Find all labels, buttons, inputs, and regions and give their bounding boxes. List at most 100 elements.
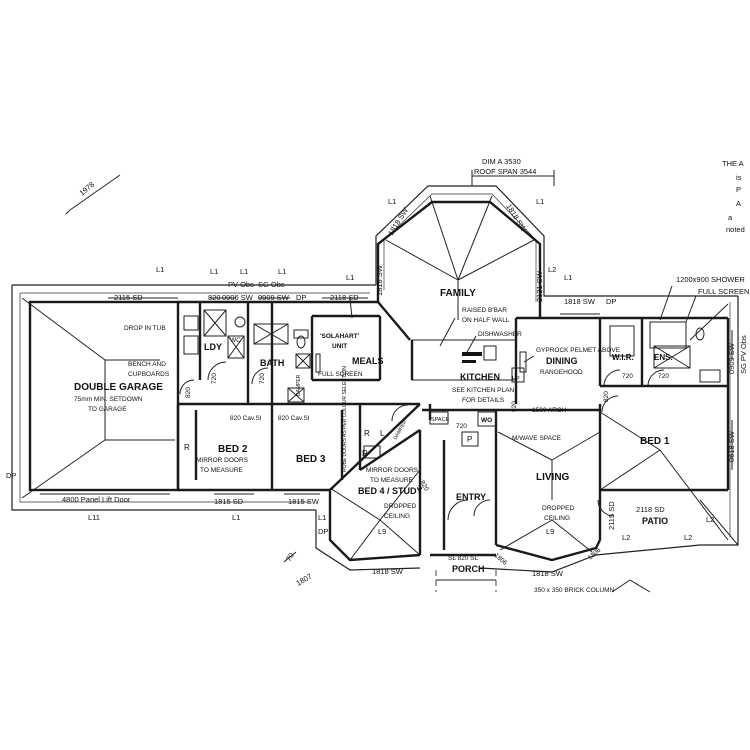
dining-label: DINING — [546, 356, 578, 366]
damper-label-1: DAMPER — [296, 374, 302, 396]
side-note-2: is — [736, 173, 742, 182]
dim-1818-bottom-l: 1818 SW — [372, 567, 404, 576]
microwave-space-label: M/WAVE SPACE — [512, 435, 562, 442]
hp-label: HP — [512, 376, 520, 382]
wc-label: WC — [230, 337, 241, 344]
dim-720-e: 720 — [456, 423, 467, 430]
dp-top-label: DP — [296, 293, 306, 302]
bath-label: BATH — [260, 358, 284, 368]
l1-marker-e: L1 — [346, 273, 354, 282]
dim-2118-sd-patio: 2118 SD — [636, 505, 665, 514]
garage-setdown-note-2: TO GARAGE — [88, 406, 127, 413]
dim-820-cavsl-2: 820 Cav.Sl — [278, 415, 310, 422]
walls — [28, 200, 730, 562]
bed2-mirror-label: MIRROR DOORS — [196, 457, 249, 464]
living-label: LIVING — [536, 472, 570, 483]
dim-2115-sd-patio: 2115 SD — [607, 501, 616, 530]
shower-label: 1200x900 SHOWER — [676, 275, 745, 284]
l1-marker-f: L1 — [388, 197, 396, 206]
wir-label: W.I.R. — [612, 353, 634, 362]
l1-marker-g: L1 — [536, 197, 544, 206]
raised-bbar-label-2: ON HALF WALL — [462, 317, 510, 324]
bed2-mirror-label-2: TO MEASURE — [200, 467, 244, 474]
bed2-label: BED 2 — [218, 444, 248, 455]
l2-marker-a: L2 — [706, 515, 714, 524]
ens-label: ENS. — [654, 353, 673, 362]
l2-marker-b: L2 — [622, 533, 630, 542]
dim-1978-label: 1978 — [78, 180, 97, 198]
l1-marker-j: L1 — [318, 513, 326, 522]
robe-r-label-1: R — [184, 443, 190, 452]
dim-1807-label: 1807 — [295, 572, 314, 588]
dim-0909-sw: 0909 SW — [258, 293, 290, 302]
raised-bbar-label: RAISED B'BAR — [462, 307, 507, 314]
bed4-mirror-label-2: TO MEASURE — [370, 477, 414, 484]
dim-2115-sd: 2115 SD — [114, 293, 143, 302]
l9-marker-a: L9 — [378, 527, 386, 536]
kitchen-label: KITCHEN — [460, 372, 500, 382]
dim-2121-sw: 2121 SW — [535, 270, 544, 302]
dim-sl-820-sl: SL 820 SL — [448, 555, 479, 562]
porch-label: PORCH — [452, 564, 485, 574]
robe-doors-note: ROBE DOORS AS PER COLOUR SELECTION — [342, 366, 348, 472]
dropped-ceiling-2: DROPPED — [542, 505, 574, 512]
brick-column-label: 350 x 350 BRICK COLUMN — [534, 587, 615, 594]
sg-pv-obs-label: SG PV Obs — [739, 335, 748, 374]
roof-hip-lines — [21, 195, 739, 561]
see-kitchen-plan-label: SEE KITCHEN PLAN — [452, 387, 514, 394]
fixtures — [183, 309, 721, 459]
double-garage-label: DOUBLE GARAGE — [74, 382, 163, 393]
leader-lines — [65, 170, 697, 593]
solahart-unit-label: UNIT — [332, 343, 347, 350]
bench-label-1: BENCH AND — [128, 361, 166, 368]
l1-marker-a: L1 — [156, 265, 164, 274]
dim-1818-family-r: 1818 SW — [564, 297, 596, 306]
ldy-label: LDY — [204, 342, 222, 352]
dim-0906-sw: 0906 SW — [222, 293, 254, 302]
l2-marker-c: L2 — [684, 533, 692, 542]
dim-820-b: 820 — [603, 391, 610, 402]
dim-1815-sw: 1815 SW — [288, 497, 320, 506]
meals-label: MEALS — [352, 356, 384, 366]
l1-marker-d: L1 — [278, 267, 286, 276]
l2-top-label: L2 — [548, 265, 556, 274]
sg-obs-label: SG Obs — [258, 280, 285, 289]
dim-820-cavsl-1: 820 Cav.Sl — [230, 415, 262, 422]
dim-820-top: 820 — [208, 293, 221, 302]
linen-l-label: L — [380, 429, 385, 438]
arch-label: 1500 ARCH — [532, 407, 567, 414]
l1-marker-i: L1 — [232, 513, 240, 522]
space-label: SPACE — [431, 417, 450, 423]
eave-lines — [11, 185, 739, 573]
arch-920-label: 920 — [511, 401, 518, 412]
dim-70-label: 70 — [284, 551, 296, 563]
gyprock-pelmet-label: GYPROCK PELMET ABOVE — [536, 347, 621, 354]
dropped-ceiling-2b: CEILING — [544, 515, 570, 522]
l1-marker-b: L1 — [210, 267, 218, 276]
dim-0618-sw: 0618 SW — [727, 430, 736, 462]
solahart-label: 'SOLAHART' — [320, 333, 360, 340]
robe-r-label-2: R — [364, 429, 370, 438]
dim-1818-bottom-r: 1818 SW — [532, 569, 564, 578]
dim-720-d: 720 — [658, 373, 669, 380]
l1-marker-c: L1 — [240, 267, 248, 276]
bed4-label: BED 4 / STUDY — [358, 486, 423, 496]
side-note-1: THE A — [722, 159, 744, 168]
bed4-mirror-label: MIRROR DOORS — [366, 467, 419, 474]
roof-span-label: ROOF SPAN 3544 — [474, 167, 536, 176]
side-note-6: noted — [726, 225, 745, 234]
dim-2118-sd: 2118 SD — [330, 293, 359, 302]
bed1-label: BED 1 — [640, 436, 670, 447]
dp-right-label: DP — [606, 297, 616, 306]
dropped-ceiling-1b: CEILING — [384, 513, 410, 520]
panel-lift-door-label: 4800 Panel Lift Door — [62, 495, 131, 504]
rangehood-label: RANGEHOOD — [540, 369, 583, 376]
dropped-ceiling-1: DROPPED — [384, 503, 416, 510]
wo-label: WO — [481, 417, 492, 424]
dp-bottom-label: DP — [318, 527, 328, 536]
side-note-5: a — [728, 213, 733, 222]
dim-720-a: 720 — [211, 373, 218, 384]
damper-label-2: DAMPER — [393, 419, 409, 441]
dim-820-c: 820 — [418, 480, 430, 493]
